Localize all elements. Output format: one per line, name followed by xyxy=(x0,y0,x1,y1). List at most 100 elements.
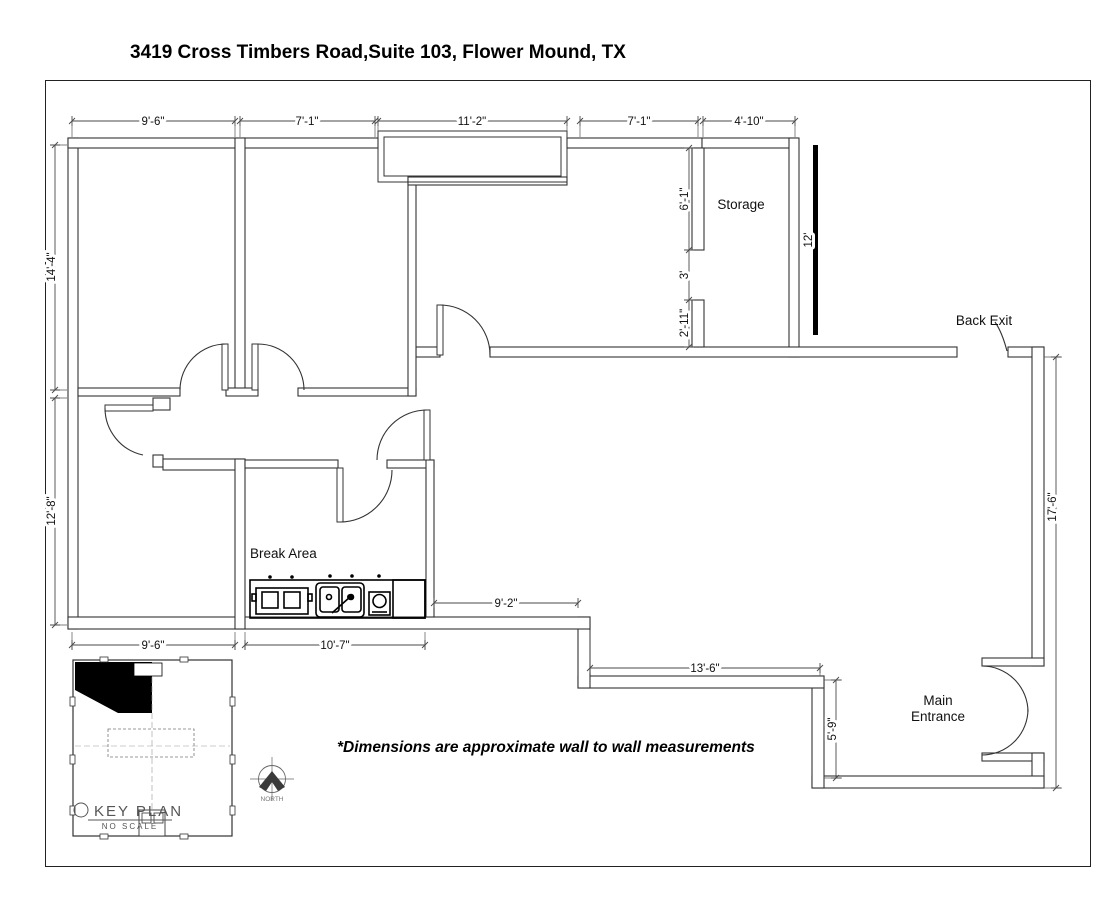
sink-basin-left xyxy=(319,586,340,613)
dim-east-wall: 17'-6" xyxy=(1044,353,1062,792)
dim-label: 7'-1" xyxy=(296,116,319,128)
stove-burner-left-icon xyxy=(261,591,279,609)
main-entrance-label-line2: Entrance xyxy=(911,709,965,724)
counter-end-cabinet xyxy=(392,579,426,619)
door-leaf-lowerroom xyxy=(104,404,154,412)
door-leaf-back-exit xyxy=(994,321,1008,352)
door-leaf-hall xyxy=(423,409,431,461)
wall-hall-north-a xyxy=(77,387,181,397)
key-plan-entry-notch xyxy=(133,662,163,677)
wall-entrance-west xyxy=(811,675,825,789)
key-plan: KEY PLAN NO SCALE xyxy=(69,656,236,840)
sink-faucet-icon xyxy=(331,596,351,614)
dim-label: 4'-10" xyxy=(734,116,763,128)
wall-south-entrance xyxy=(811,775,1045,789)
back-exit-label: Back Exit xyxy=(956,313,1013,328)
key-plan-lobby-door-a xyxy=(141,812,152,824)
wall-lowerroom-stub xyxy=(152,397,171,411)
wall-break-north-a xyxy=(244,459,339,469)
bay-outer xyxy=(377,130,568,183)
door-leaf-breakarea xyxy=(336,467,344,523)
wall-storage-west-upper xyxy=(691,147,705,251)
wall-north-offices xyxy=(67,137,379,149)
key-plan-title: KEY PLAN xyxy=(94,803,183,820)
door-arc-office-left xyxy=(179,343,227,391)
room-labels: Storage Break Area Back Exit Main Entran… xyxy=(250,197,1012,724)
wall-break-divider xyxy=(234,458,246,630)
dim-entry-side: 5'-9" xyxy=(824,676,842,782)
key-plan-scale-note: NO SCALE xyxy=(102,822,158,831)
dim-left-lower: 12'-8" xyxy=(43,394,61,629)
dim-label: 12' xyxy=(803,233,815,248)
wall-bigroom-south-left xyxy=(415,346,441,358)
sheet-border xyxy=(45,80,1091,867)
dim-top-office2: 7'-1" xyxy=(236,113,379,131)
wall-north-center xyxy=(566,137,703,149)
door-arc-office-right xyxy=(257,343,305,391)
key-plan-column-ticks xyxy=(69,656,236,840)
key-plan-suite-highlight xyxy=(75,662,152,713)
dim-break-right: 9'-2" xyxy=(430,595,582,613)
dim-bottom-office1: 9'-6" xyxy=(68,637,239,655)
sink-faucet-base xyxy=(347,594,353,600)
coffee-maker-icon xyxy=(368,591,391,616)
kitchen-counter xyxy=(249,574,426,619)
dim-label: 12'-8" xyxy=(46,496,58,525)
key-plan-bubble-icon xyxy=(73,802,89,818)
wall-east xyxy=(1031,346,1045,667)
wall-storage-east xyxy=(788,137,800,358)
disclaimer-note: *Dimensions are approximate wall to wall… xyxy=(337,739,755,756)
demising-wall-poche xyxy=(813,145,818,335)
dim-label: 11'-2" xyxy=(458,116,486,128)
storage-label: Storage xyxy=(717,197,764,212)
wall-step-horizontal xyxy=(577,675,825,689)
wall-hall-north-b xyxy=(297,387,417,397)
key-plan-lobby-door-b xyxy=(153,812,164,824)
dim-label: 10'-7" xyxy=(320,640,349,652)
wall-storage-west-lower xyxy=(691,299,705,348)
door-arc-breakarea xyxy=(339,469,393,523)
north-arrow-pointer xyxy=(259,771,285,791)
stove-knob-left xyxy=(251,593,257,602)
wall-north-storage xyxy=(701,137,798,149)
dim-label: 2'-11" xyxy=(679,309,691,337)
dim-label: 7'-1" xyxy=(628,116,651,128)
dim-label: 6'-1" xyxy=(679,188,691,211)
door-arc-entrance-bottom xyxy=(981,708,1029,756)
sink-drain-left xyxy=(325,593,333,601)
dim-label: 5'-9" xyxy=(827,718,839,741)
door-leaf-bigroom xyxy=(436,304,444,356)
key-plan-core-dashed xyxy=(107,728,195,758)
door-arc-hall xyxy=(376,409,428,461)
dim-label: 3' xyxy=(679,271,691,280)
door-leaf-office-right xyxy=(251,343,259,391)
main-entrance-label-line1: Main xyxy=(923,693,952,708)
counter-knobs xyxy=(268,574,381,579)
bay-inner xyxy=(383,136,562,177)
dim-label: 9'-2" xyxy=(495,598,518,610)
walls xyxy=(67,137,1045,789)
dim-label: 13'-6" xyxy=(690,663,719,675)
wall-lowerroom-jamb xyxy=(152,454,164,468)
wall-entrance-jamb-top xyxy=(981,657,1045,667)
north-arrow-icon: NORTH xyxy=(250,757,294,803)
wall-hall-north-stub xyxy=(225,387,259,397)
dim-label: 9'-6" xyxy=(142,640,165,652)
stove-knob-right xyxy=(307,593,313,602)
wall-bigroom-north xyxy=(407,176,568,186)
door-arc-bigroom xyxy=(439,304,491,356)
dim-step-wall: 13'-6" xyxy=(586,660,824,678)
door-leaf-office-left xyxy=(221,343,229,391)
dim-top-storage: 4'-10" xyxy=(699,113,799,131)
door-arc-lowerroom xyxy=(104,407,144,456)
door-arc-entrance-top xyxy=(981,665,1029,713)
doors xyxy=(104,304,1029,756)
wall-bigroom-west xyxy=(407,176,417,397)
dim-top-office1: 9'-6" xyxy=(68,113,239,131)
dim-label: 9'-6" xyxy=(142,116,165,128)
dim-label: 17'-6" xyxy=(1047,492,1059,521)
dim-demising-wall: 12' xyxy=(800,230,818,251)
bay-bump-out xyxy=(377,130,568,183)
